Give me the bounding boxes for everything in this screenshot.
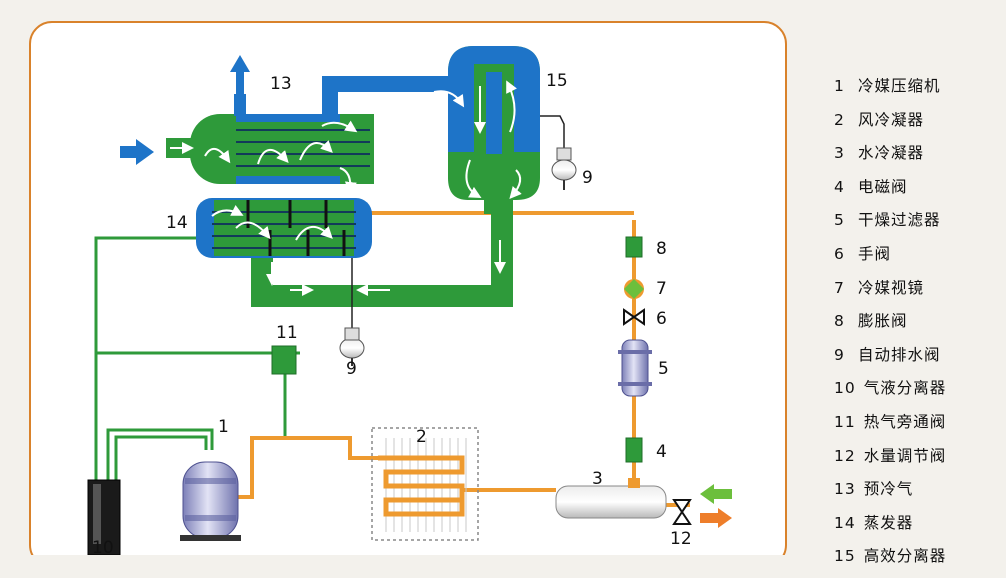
legend-item: 10 气液分离器: [834, 376, 946, 410]
wet-air-in-arrow: [120, 139, 154, 165]
label-hand-valve: 6: [656, 309, 667, 329]
legend-text: 电磁阀: [858, 177, 908, 196]
expansion-valve: [625, 236, 643, 258]
label-auto-drain-lower: 9: [346, 359, 357, 379]
legend-item: 7 冷媒视镜: [834, 276, 946, 310]
legend-text: 冷媒压缩机: [858, 77, 941, 95]
dry-air-outlet-pipe: [234, 94, 246, 116]
legend-number: 6: [834, 244, 845, 263]
drain-line-separator: [540, 115, 565, 148]
legend-text: 水量调节阀: [863, 446, 947, 465]
separator-neck: [484, 198, 502, 214]
refrigeration-dryer-diagram: 1 2 3 4 5 6 7 8 9 9 10 11 12 13 14 15: [29, 21, 787, 555]
legend-text: 气液分离器: [863, 379, 947, 398]
legend-item: 8 膨胀阀: [834, 309, 946, 343]
legend-text: 预冷气: [863, 480, 914, 499]
legend-item: 3 水冷凝器: [834, 141, 946, 175]
label-dryer-filter: 5: [658, 359, 669, 379]
legend-number: 2: [834, 110, 845, 129]
legend-item: 14 蒸发器: [834, 511, 946, 545]
label-solenoid-valve: 4: [656, 442, 667, 462]
water-in-arrow: [700, 484, 732, 504]
legend-text: 膨胀阀: [858, 312, 908, 331]
label-precooler: 13: [270, 74, 292, 94]
legend-text: 蒸发器: [863, 513, 914, 532]
label-water-condenser: 3: [592, 469, 603, 489]
air-cooled-condenser: [371, 427, 479, 541]
precooler-header-bottom: [236, 176, 340, 184]
legend-number: 4: [834, 177, 845, 196]
legend-item: 13 预冷气: [834, 477, 946, 511]
legend-text: 手阀: [858, 244, 892, 263]
label-separator: 15: [546, 71, 568, 91]
legend-number: 7: [834, 278, 845, 297]
legend-text: 冷媒视镜: [858, 278, 925, 297]
legend-item: 5 干燥过滤器: [834, 208, 946, 242]
legend-item: 15 高效分离器: [834, 544, 946, 578]
legend-number: 15: [834, 547, 856, 566]
legend-item: 11 热气旁通阀: [834, 410, 946, 444]
legend-text: 热气旁通阀: [863, 412, 947, 431]
legend-number: 12: [834, 446, 856, 465]
legend-number: 3: [834, 144, 845, 163]
component-legend: 1 冷媒压缩机 2 风冷凝器 3 水冷凝器 4 电磁阀 5 干燥过滤器 6 手阀 7 冷媒视镜…: [834, 74, 946, 578]
solenoid-valve: [625, 437, 643, 463]
label-sight-glass: 7: [656, 279, 667, 299]
refrigerant-compressor: [180, 461, 241, 541]
legend-number: 8: [834, 312, 845, 331]
hot-gas-bypass-valve: [271, 345, 297, 375]
legend-item: 1 冷媒压缩机: [834, 74, 946, 108]
legend-number: 10: [834, 379, 856, 398]
label-compressor: 1: [218, 417, 229, 437]
legend-item: 12 水量调节阀: [834, 444, 946, 478]
legend-number: 1: [834, 77, 845, 95]
legend-item: 2 风冷凝器: [834, 108, 946, 142]
precooler-header-top: [236, 114, 340, 122]
evaporator-baffles: [246, 200, 346, 256]
water-cooled-condenser: [555, 478, 667, 519]
legend-text: 高效分离器: [863, 547, 947, 566]
label-hot-gas-bypass: 11: [276, 323, 298, 343]
flow-swirls: [170, 80, 522, 296]
legend-number: 9: [834, 345, 845, 364]
legend-item: 9 自动排水阀: [834, 343, 946, 377]
legend-text: 风冷凝器: [858, 110, 925, 129]
legend-number: 14: [834, 513, 856, 532]
legend-number: 5: [834, 211, 845, 230]
label-auto-drain-upper: 9: [582, 168, 593, 188]
label-evaporator: 14: [166, 213, 188, 233]
auto-drain-valve-lower: [339, 327, 365, 366]
legend-item: 6 手阀: [834, 242, 946, 276]
sight-glass: [624, 279, 644, 299]
hand-valve: [623, 308, 645, 326]
dryer-filter: [618, 339, 652, 397]
separator-inner-core: [486, 72, 502, 154]
gas-liquid-separator-highlight: [93, 484, 101, 544]
water-regulating-valve: [672, 499, 692, 525]
legend-number: 11: [834, 412, 856, 431]
cold-air-return-pipe: [251, 192, 513, 307]
legend-text: 干燥过滤器: [858, 211, 941, 230]
dry-air-out-arrow: [230, 55, 250, 95]
label-gas-liquid-separator: 10: [92, 538, 114, 555]
water-out-arrow: [700, 508, 732, 528]
legend-text: 水冷凝器: [858, 144, 925, 163]
label-air-condenser: 2: [416, 427, 427, 447]
legend-item: 4 电磁阀: [834, 175, 946, 209]
label-expansion-valve: 8: [656, 239, 667, 259]
auto-drain-valve-upper: [551, 147, 577, 190]
legend-number: 13: [834, 480, 856, 499]
legend-text: 自动排水阀: [858, 345, 941, 364]
label-water-reg-valve: 12: [670, 529, 692, 549]
